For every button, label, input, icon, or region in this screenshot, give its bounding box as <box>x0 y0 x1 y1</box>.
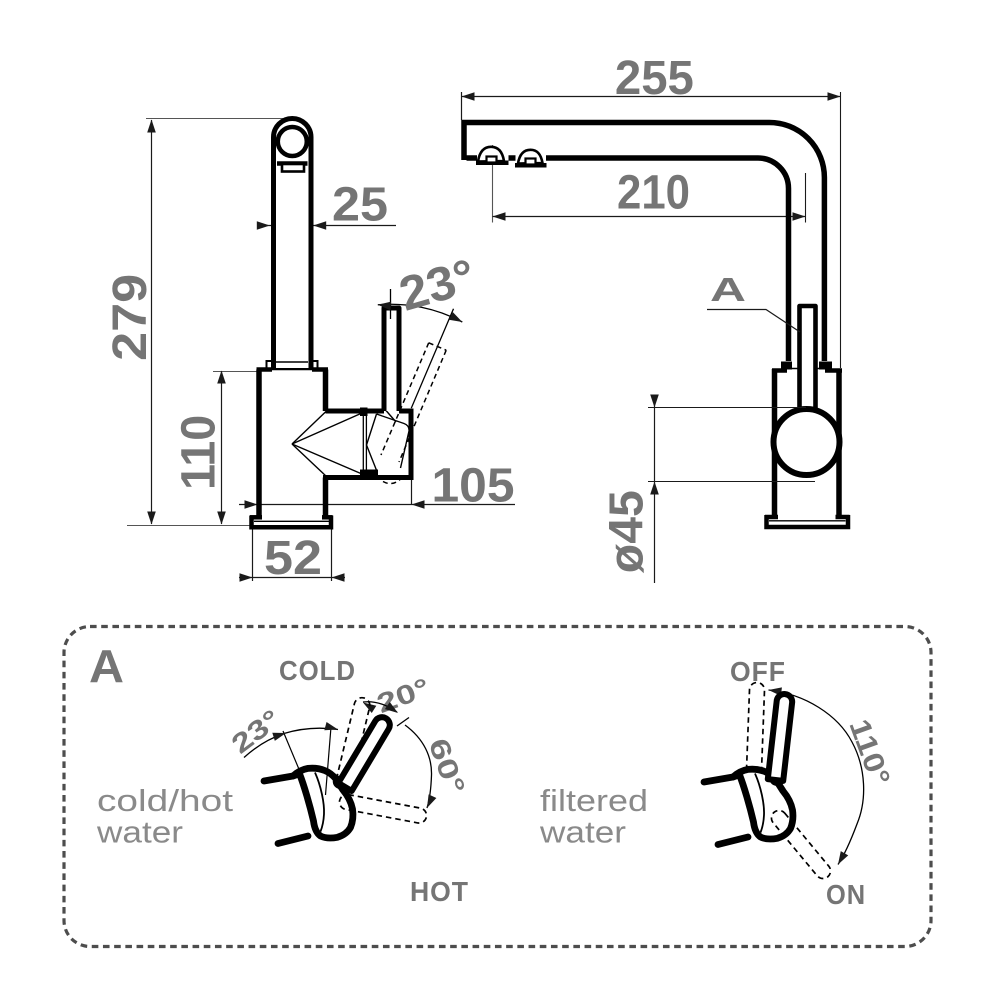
svg-text:25: 25 <box>332 179 388 232</box>
svg-text:105: 105 <box>432 460 515 513</box>
svg-text:OFF: OFF <box>730 656 786 687</box>
svg-text:water: water <box>96 815 183 850</box>
svg-text:279: 279 <box>104 274 157 361</box>
svg-text:ON: ON <box>826 879 866 910</box>
svg-text:filtered: filtered <box>540 783 648 818</box>
svg-text:water: water <box>539 815 626 850</box>
svg-text:A: A <box>710 271 746 308</box>
svg-text:52: 52 <box>264 532 322 585</box>
svg-text:ø45: ø45 <box>600 490 653 573</box>
svg-text:110: 110 <box>172 415 225 490</box>
svg-text:COLD: COLD <box>279 655 356 686</box>
svg-text:255: 255 <box>615 52 694 105</box>
svg-text:HOT: HOT <box>410 876 469 907</box>
svg-text:210: 210 <box>617 166 690 219</box>
svg-text:A: A <box>89 640 124 692</box>
svg-text:cold/hot: cold/hot <box>97 783 233 818</box>
